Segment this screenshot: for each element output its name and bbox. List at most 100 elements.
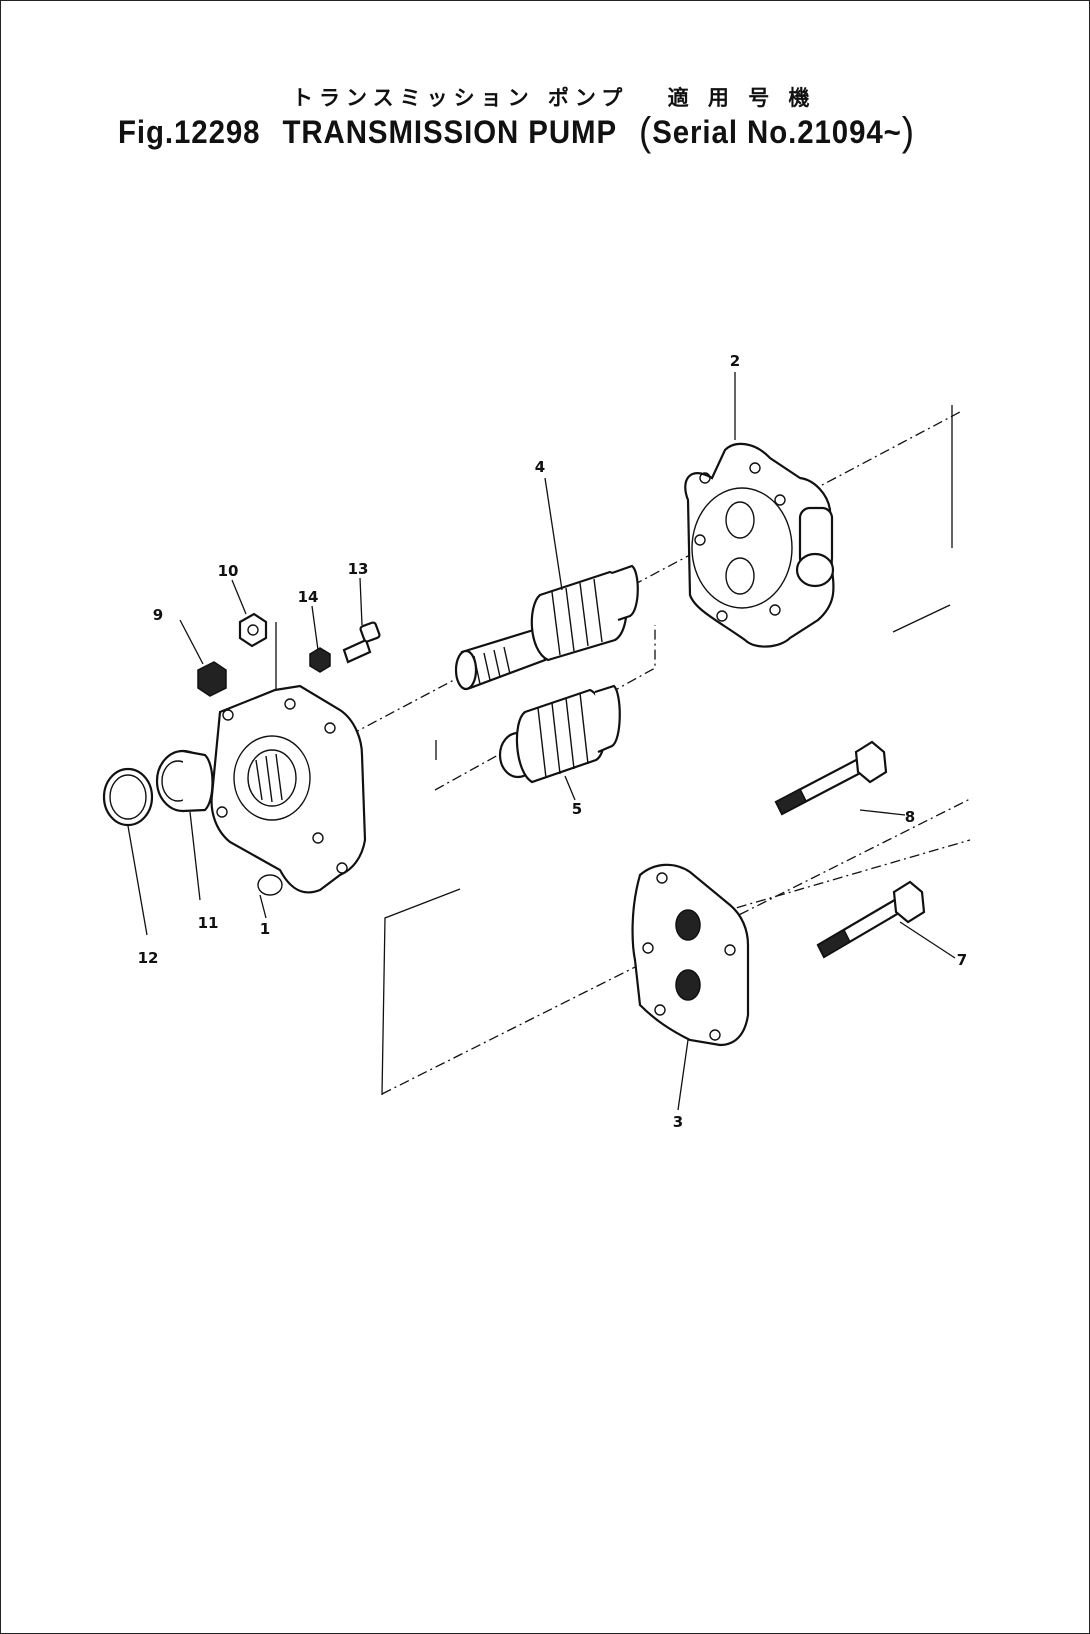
callout-9: 9 (153, 606, 163, 624)
leader-7 (899, 921, 956, 959)
leader-10 (231, 579, 247, 615)
callout-1: 1 (260, 920, 270, 938)
leader-13 (359, 577, 363, 626)
washer-10-body (238, 612, 268, 648)
fig-number: Fig.12298 (118, 114, 261, 150)
assembly-lines (275, 405, 973, 1096)
end-plate-hole-2 (724, 944, 736, 956)
end-plate-upper-bore (675, 909, 701, 941)
nut-14 (309, 647, 331, 673)
pump-cover-port (257, 874, 283, 896)
plug-13 (342, 621, 381, 664)
pump-cover-hole-6 (336, 862, 348, 874)
title-japanese-serial: 適 用 号 機 (667, 86, 816, 110)
snap-ring-12 (102, 767, 154, 827)
pump-cover-bore-inner (247, 749, 297, 807)
assembly-line-bolt (659, 839, 971, 931)
leader-12 (127, 825, 148, 936)
pump-cover-bore-hatch (255, 753, 283, 803)
pump-body-hole-5 (716, 610, 728, 622)
driven-gear (498, 684, 621, 784)
oil-seal-side (182, 749, 214, 813)
nut-9 (197, 661, 227, 697)
pump-body-bore (691, 487, 793, 609)
leader-lines (127, 372, 956, 1111)
bracket-left (381, 888, 461, 1096)
leader-4 (544, 477, 563, 591)
end-plate-hole-1 (656, 872, 668, 884)
pump-cover-hole-2 (284, 698, 296, 710)
pump-body-hole-1 (699, 472, 711, 484)
nut-14-body (309, 647, 331, 673)
assembly-line-top (349, 411, 961, 736)
washer-10-hole (247, 624, 259, 636)
bolt-upper (774, 740, 888, 816)
drive-gear-shaft (454, 564, 639, 691)
leader-8 (859, 809, 906, 816)
pump-body-outline (684, 442, 835, 648)
title-japanese-name: トランスミッション ポンプ (292, 86, 629, 110)
callout-3: 3 (673, 1113, 683, 1131)
drive-gear-stub (611, 564, 639, 622)
serial-number: Serial No.21094~ (652, 114, 902, 150)
callout-12: 12 (138, 949, 159, 967)
bolt-lower-head (892, 880, 926, 924)
bolt-upper-head (854, 740, 888, 784)
leader-11 (189, 811, 201, 901)
end-plate-hole-3 (642, 942, 654, 954)
pump-cover-bore-outer (233, 735, 311, 821)
leader-14 (311, 605, 319, 651)
pump-cover-hole-5 (312, 832, 324, 844)
pump-body-hole-3 (774, 494, 786, 506)
drive-gear (530, 570, 628, 662)
nut-9-body (197, 661, 227, 697)
pump-cover (210, 684, 367, 896)
leader-1 (259, 894, 267, 919)
callout-labels: 2 4 5 1 11 12 3 8 7 9 10 14 13 (138, 352, 968, 1131)
callout-11: 11 (198, 914, 219, 932)
drive-gear-teeth (551, 578, 603, 656)
bolt-upper-thread (775, 787, 807, 816)
end-plate (631, 863, 750, 1047)
callout-13: 13 (348, 560, 369, 578)
drive-shaft-spline-end (454, 649, 478, 691)
driven-gear-teeth (537, 692, 589, 779)
driven-gear-stub-right (594, 684, 621, 754)
leader-5 (564, 775, 576, 801)
snap-ring-inner (109, 774, 147, 820)
end-plate-outline (631, 863, 750, 1047)
callout-2: 2 (730, 352, 740, 370)
callout-14: 14 (298, 588, 319, 606)
pump-body-hole-2 (749, 462, 761, 474)
page-title: Fig.12298 TRANSMISSION PUMP (Serial No.2… (118, 108, 928, 154)
bolt-lower-thread (817, 928, 851, 959)
oil-seal-11 (155, 749, 214, 813)
callout-7: 7 (957, 951, 967, 969)
callout-8: 8 (905, 808, 915, 826)
plug-13-shank (342, 638, 372, 664)
plug-13-head (359, 621, 381, 643)
pump-cover-hole-1 (222, 709, 234, 721)
title-japanese: トランスミッション ポンプ 適 用 号 機 (292, 82, 816, 112)
end-plate-hole-5 (709, 1029, 721, 1041)
callout-5: 5 (572, 800, 582, 818)
callout-4: 4 (535, 458, 545, 476)
pump-body (684, 442, 835, 648)
washer-10 (238, 612, 268, 648)
leader-3 (677, 1039, 689, 1111)
bolt-lower (816, 880, 926, 959)
end-plate-hole-4 (654, 1004, 666, 1016)
driven-gear-body (515, 688, 607, 784)
pump-body-hole-6 (769, 604, 781, 616)
paren-open: ( (639, 110, 653, 154)
leader-9 (179, 619, 204, 665)
pump-cover-outline (210, 684, 367, 894)
pump-body-hole-4 (694, 534, 706, 546)
callout-10: 10 (218, 562, 239, 580)
end-plate-lower-bore (675, 969, 701, 1001)
bracket-right-lower (892, 604, 951, 633)
snap-ring-outer (102, 767, 154, 827)
pump-body-lower-bore (725, 557, 755, 595)
paren-close: ) (901, 110, 915, 154)
